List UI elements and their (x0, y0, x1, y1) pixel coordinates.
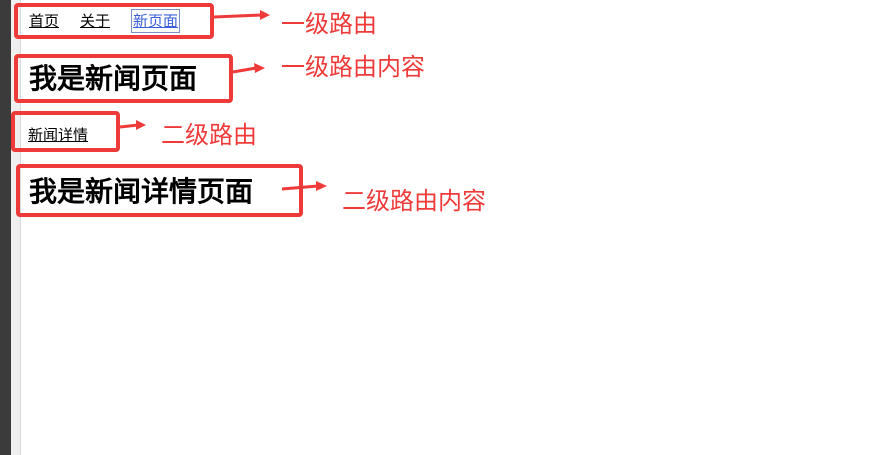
annotation-level2-route: 二级路由 (161, 121, 257, 149)
arrow-level2-route (119, 123, 139, 129)
nav-link-home[interactable]: 首页 (29, 12, 60, 30)
arrow-level1-content (232, 66, 257, 74)
annotation-box-level1-content (14, 54, 233, 103)
annotation-box-level2-content (16, 164, 303, 217)
annotation-box-level2-route (11, 111, 120, 152)
nav-link-new-page[interactable]: 新页面 (130, 9, 181, 33)
annotation-level1-route: 一级路由 (281, 10, 377, 38)
sub-nav-link-news-detail[interactable]: 新闻详情 (28, 126, 89, 144)
annotation-box-level1-route (14, 3, 214, 39)
nav-link-about[interactable]: 关于 (80, 12, 111, 30)
editor-gutter-edge (11, 0, 21, 455)
arrow-level1-route (213, 13, 263, 19)
page-heading: 我是新闻页面 (29, 62, 198, 95)
sub-page-heading: 我是新闻详情页面 (29, 175, 254, 208)
annotation-level2-content: 二级路由内容 (342, 187, 486, 215)
annotation-level1-content: 一级路由内容 (281, 53, 425, 81)
editor-gutter (0, 0, 11, 455)
sub-nav: 新闻详情 (28, 125, 88, 145)
